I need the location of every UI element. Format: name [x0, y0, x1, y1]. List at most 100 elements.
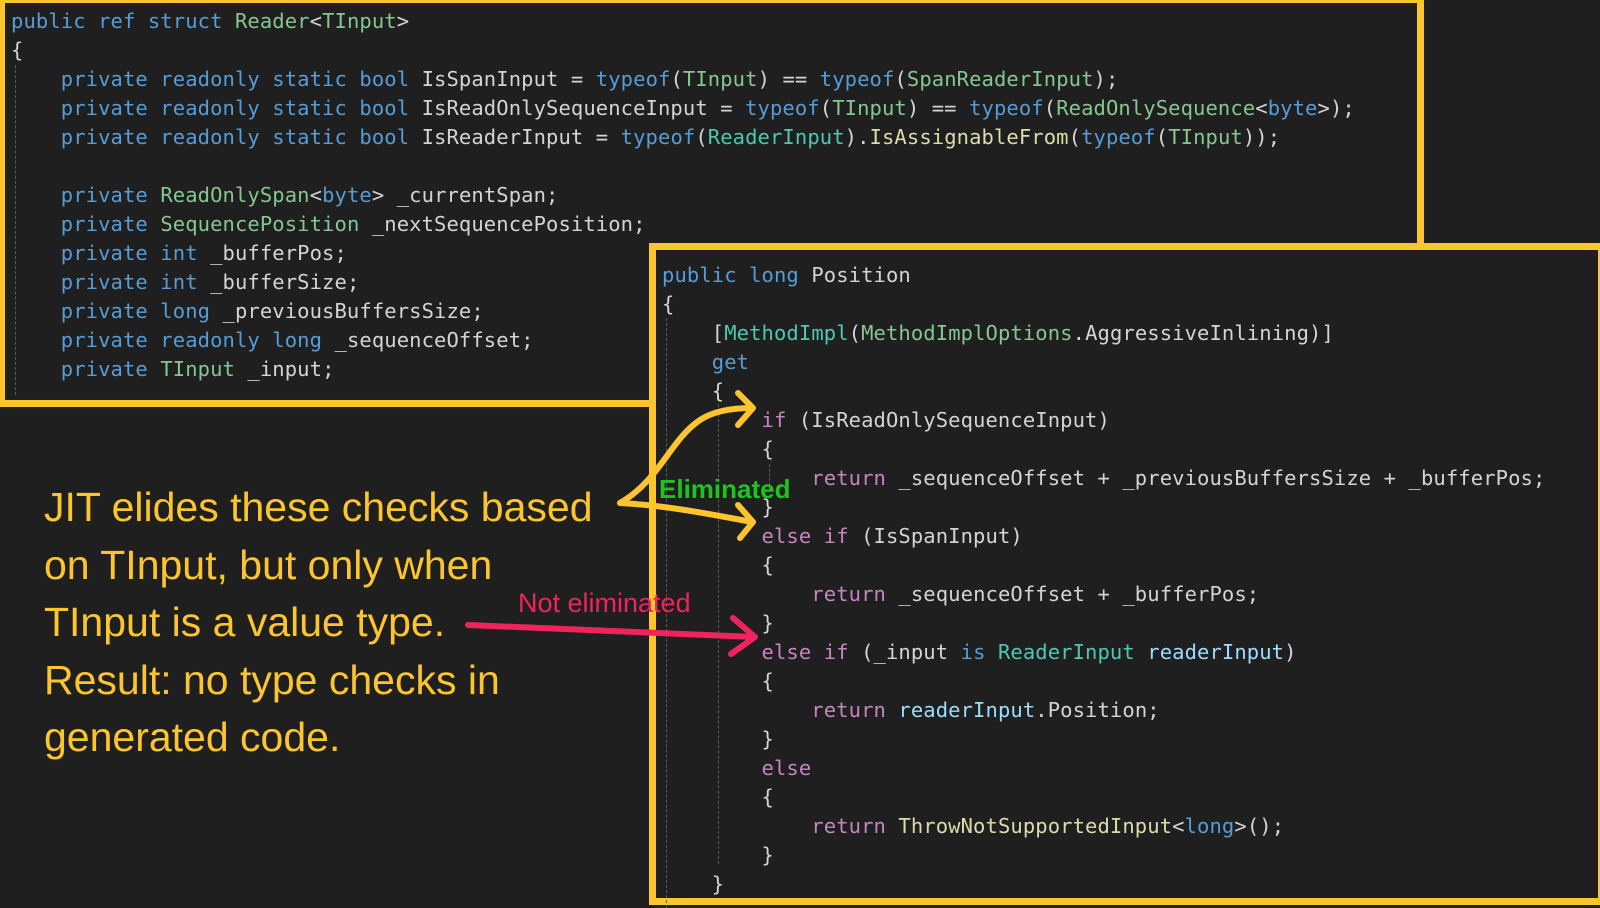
- code-line: {: [662, 290, 1545, 319]
- code-token: {: [662, 379, 725, 403]
- code-token: get: [662, 350, 750, 374]
- code-token: if: [662, 408, 787, 432]
- code-token: (_input: [848, 640, 961, 664]
- code-token: ReaderInput: [997, 640, 1148, 664]
- code-line: }: [662, 725, 1545, 754]
- code-token: _bufferSize;: [210, 270, 360, 294]
- code-token: readerInput: [1147, 640, 1285, 664]
- code-line: private long _previousBuffersSize;: [11, 297, 1355, 326]
- annotation-line: generated code.: [44, 714, 341, 760]
- code-token: (IsReadOnlySequenceInput): [786, 408, 1110, 432]
- code-token: {: [662, 553, 774, 577]
- code-line: }: [662, 870, 1545, 899]
- code-token: ) ==: [757, 67, 820, 91]
- code-token: )]: [1309, 321, 1334, 345]
- code-token: (: [1068, 125, 1082, 149]
- code-token: ThrowNotSupportedInput: [898, 814, 1173, 838]
- annotation-line: TInput is a value type.: [44, 599, 446, 645]
- code-token: _sequenceOffset;: [334, 328, 534, 352]
- code-token: public long: [662, 263, 812, 287]
- position-property-code: public long Position{ [MethodImpl(Method…: [662, 261, 1545, 899]
- code-token: _sequenceOffset + _bufferPos;: [885, 582, 1260, 606]
- code-token: typeof: [595, 67, 671, 91]
- code-token: MethodImplOptions: [861, 321, 1073, 345]
- code-token: ));: [1242, 125, 1281, 149]
- code-line: [MethodImpl(MethodImplOptions.Aggressive…: [662, 319, 1545, 348]
- code-token: {: [662, 437, 774, 461]
- code-line: {: [662, 667, 1545, 696]
- code-token: typeof: [819, 67, 895, 91]
- code-line: private readonly static bool IsReaderInp…: [11, 123, 1355, 152]
- code-token: .: [1072, 321, 1086, 345]
- code-token: {: [662, 785, 774, 809]
- code-token: long: [1184, 814, 1235, 838]
- code-token: private: [11, 212, 161, 236]
- code-line: public long Position: [662, 261, 1545, 290]
- code-line: return readerInput.Position;: [662, 696, 1545, 725]
- code-line: {: [11, 36, 1355, 65]
- code-token: ReaderInput: [707, 125, 845, 149]
- code-line: }: [662, 493, 1545, 522]
- code-token: private readonly static bool: [11, 125, 422, 149]
- code-token: {: [662, 669, 774, 693]
- code-token: return: [662, 698, 899, 722]
- code-token: <: [1172, 814, 1185, 838]
- code-token: <: [309, 9, 323, 33]
- code-line: }: [662, 841, 1545, 870]
- code-token: return: [662, 814, 899, 838]
- code-token: typeof: [745, 96, 820, 120]
- code-token: (: [848, 321, 862, 345]
- code-token: {: [11, 38, 24, 62]
- code-token: > _currentSpan;: [371, 183, 559, 207]
- code-token: [11, 154, 23, 178]
- annotation-line: JIT elides these checks based: [44, 484, 593, 530]
- code-line: private SequencePosition _nextSequencePo…: [11, 210, 1355, 239]
- code-token: IsSpanInput =: [421, 67, 596, 91]
- code-line: {: [662, 435, 1545, 464]
- code-token: IsAssignableFrom: [869, 125, 1069, 149]
- eliminated-label: Eliminated: [659, 474, 791, 504]
- code-token: MethodImpl: [724, 321, 849, 345]
- code-token: IsReaderInput =: [421, 125, 621, 149]
- reader-struct-code: public ref struct Reader<TInput>{ privat…: [11, 7, 1355, 384]
- annotation-line: on TInput, but only when: [44, 541, 493, 588]
- code-token: (: [894, 67, 907, 91]
- code-token: [: [662, 321, 725, 345]
- code-line: private readonly long _sequenceOffset;: [11, 326, 1355, 355]
- code-token: byte: [1267, 96, 1318, 120]
- code-token: IsReadOnlySequenceInput =: [421, 96, 746, 120]
- code-line: {: [662, 551, 1545, 580]
- code-token: readerInput: [898, 698, 1036, 722]
- annotation-line: Result: no type checks in: [44, 656, 500, 703]
- code-token: ).: [844, 125, 870, 149]
- code-token: (: [695, 125, 708, 149]
- code-token: _previousBuffersSize;: [222, 299, 484, 323]
- code-token: Position: [811, 263, 911, 287]
- code-token: ): [1284, 640, 1297, 664]
- code-token: private: [11, 357, 161, 381]
- code-token: }: [662, 843, 774, 867]
- code-token: typeof: [1081, 125, 1156, 149]
- indent-guide: [666, 318, 667, 908]
- code-token: SequencePosition: [160, 212, 360, 236]
- code-token: private int: [11, 241, 211, 265]
- code-token: TInput: [160, 357, 235, 381]
- code-line: {: [662, 783, 1545, 812]
- code-token: }: [662, 872, 725, 896]
- code-token: );: [1093, 67, 1119, 91]
- code-token: (IsSpanInput): [848, 524, 1023, 548]
- code-line: private int _bufferPos;: [11, 239, 1355, 268]
- code-token: <: [309, 183, 323, 207]
- code-token: (: [1155, 125, 1169, 149]
- code-token: TInput: [682, 67, 758, 91]
- code-token: TInput: [322, 9, 397, 33]
- code-token: return: [662, 582, 886, 606]
- code-token: TInput: [1168, 125, 1243, 149]
- code-line: public ref struct Reader<TInput>: [11, 7, 1355, 36]
- code-token: private readonly static bool: [11, 96, 422, 120]
- code-token: else if: [662, 640, 849, 664]
- code-line: else: [662, 754, 1545, 783]
- code-token: private readonly static bool: [11, 67, 422, 91]
- code-token: (: [819, 96, 833, 120]
- code-token: >();: [1234, 814, 1285, 838]
